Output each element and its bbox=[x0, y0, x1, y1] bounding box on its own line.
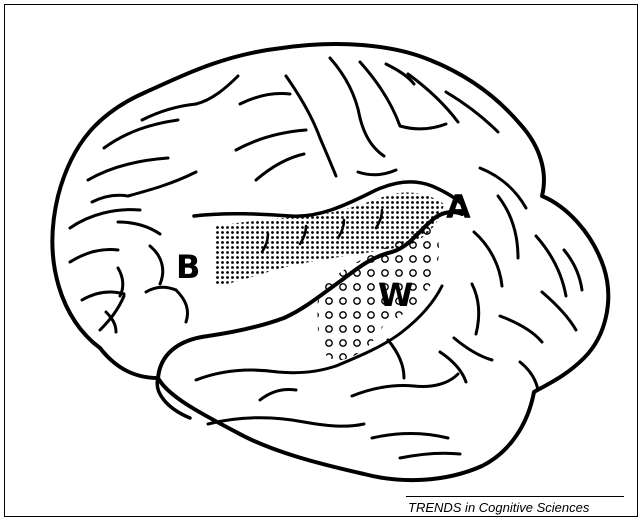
wernicke-label: W bbox=[378, 276, 413, 314]
frontal-sulci bbox=[70, 76, 238, 332]
central-parietal-sulci bbox=[236, 58, 498, 180]
journal-credit: TRENDS in Cognitive Sciences bbox=[408, 500, 628, 515]
brain-outline bbox=[52, 44, 608, 480]
angular-label: A bbox=[446, 188, 471, 226]
occipital-sulci bbox=[454, 168, 582, 390]
broca-label: B bbox=[176, 248, 200, 286]
credit-rule bbox=[406, 496, 624, 497]
